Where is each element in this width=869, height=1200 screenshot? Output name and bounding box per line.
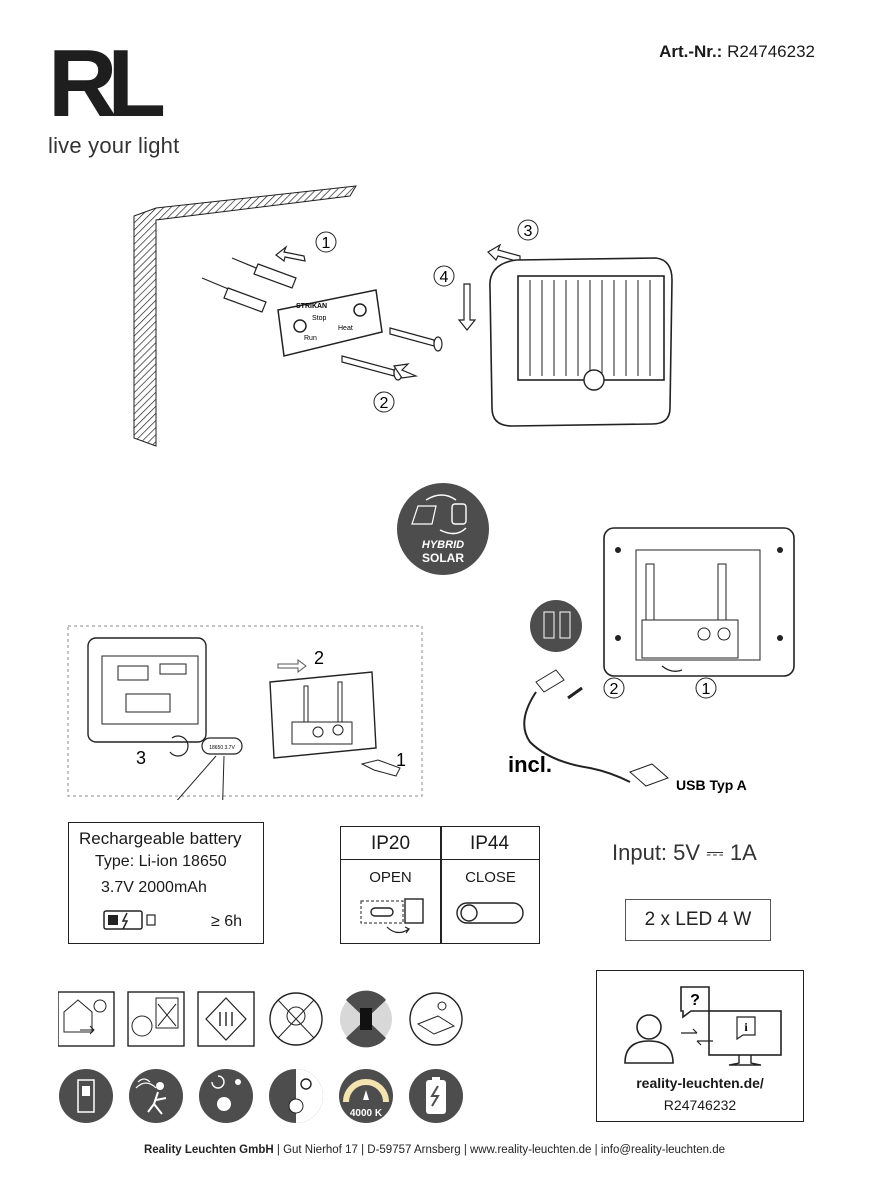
battery-step-2: 2 <box>314 648 324 668</box>
indoor-outdoor-icon <box>58 991 115 1047</box>
battery-charge-icon <box>103 910 156 930</box>
bracket-label: Run <box>304 335 317 342</box>
footer-email[interactable]: info@reality-leuchten.de <box>600 1144 726 1156</box>
footer-web[interactable]: www.reality-leuchten.de <box>470 1144 592 1156</box>
website-url[interactable]: reality-leuchten.de/ <box>636 1075 764 1091</box>
footer: Reality Leuchten GmbH | Gut Nierhof 17 |… <box>143 1144 726 1156</box>
hybrid-line2: SOLAR <box>422 551 464 565</box>
article-number: Art.-Nr.: R24746232 <box>659 42 815 62</box>
hybrid-line1: HYBRID <box>422 539 464 551</box>
usb-charging-diagram: 2 1 incl. USB Typ A <box>508 527 795 793</box>
brand-logo: RL <box>48 30 166 137</box>
bracket-label: Heat <box>338 325 353 332</box>
symbol-row-bottom: 4000 K <box>59 1069 463 1123</box>
article-label: Art.-Nr.: <box>659 42 723 61</box>
usb-included-label: incl. <box>508 752 552 777</box>
mount-step-3: 3 <box>524 223 533 240</box>
battery-title: Rechargeable battery <box>79 829 242 848</box>
not-dimmable-icon <box>127 991 185 1047</box>
up-down-light-icon <box>340 990 392 1048</box>
brand-tagline: live your light <box>48 133 180 158</box>
battery-type: Type: Li-ion 18650 <box>95 853 227 870</box>
website-info-box: ? i reality-leuchten.de/ R24746232 <box>596 970 804 1122</box>
usb-cable-label: USB Typ A <box>676 777 747 793</box>
svg-text:i: i <box>744 1020 748 1034</box>
ip-col2-header: IP44 <box>440 827 539 860</box>
port-cover-closed-icon <box>456 902 524 924</box>
support-illustration: ? i <box>624 986 782 1066</box>
solar-panel-icon <box>409 992 463 1046</box>
symbol-row-top <box>58 990 463 1048</box>
ip-divider <box>440 827 442 943</box>
battery-diagram: 18650 3.7V 2 1 3 <box>67 625 423 800</box>
hybrid-solar-badge: HYBRID SOLAR <box>397 483 489 575</box>
bracket-label: STRIKAN <box>296 303 327 310</box>
no-bulb-change-icon <box>269 992 323 1046</box>
footer-address: Gut Nierhof 17 <box>283 1144 358 1156</box>
battery-info-box: Rechargeable battery Type: Li-ion 18650 … <box>68 822 264 944</box>
footer-company: Reality Leuchten GmbH <box>143 1144 274 1156</box>
usb-port-open-icon <box>360 898 424 934</box>
svg-text:?: ? <box>690 992 700 1009</box>
battery-cell-label: 18650 3.7V <box>209 745 235 751</box>
battery-charge-time: ≥ 6h <box>211 913 243 930</box>
battery-icon <box>409 1069 463 1123</box>
ip-rating-table: IP20 IP44 OPEN CLOSE <box>340 826 540 944</box>
dusk-dawn-sensor-icon <box>269 1069 323 1123</box>
battery-step-3: 3 <box>136 748 146 768</box>
battery-spec: 3.7V 2000mAh <box>101 879 207 896</box>
night-motion-icon <box>199 1069 253 1123</box>
article-value: R24746232 <box>727 42 815 61</box>
bracket-label: Stop <box>312 315 327 322</box>
battery-step-1: 1 <box>396 750 406 770</box>
mount-step-2: 2 <box>380 395 389 412</box>
motion-sensor-icon <box>129 1069 183 1123</box>
color-temperature-icon: 4000 K <box>339 1069 393 1123</box>
mount-step-1: 1 <box>322 235 331 252</box>
mount-step-4: 4 <box>440 269 449 286</box>
cct-label: 4000 K <box>350 1108 383 1119</box>
switch-icon <box>59 1069 113 1123</box>
usb-step-1: 1 <box>702 681 711 698</box>
ip-col1-header: IP20 <box>341 827 440 860</box>
protection-class-icon <box>197 991 255 1047</box>
website-code: R24746232 <box>663 1097 737 1113</box>
usb-step-2: 2 <box>610 681 619 698</box>
input-spec: Input: 5V ⎓ 1A <box>612 840 757 865</box>
footer-city: D-59757 Arnsberg <box>367 1144 461 1156</box>
ip-col1-label: OPEN <box>369 869 412 886</box>
mounting-diagram: STRIKAN Stop Run Heat 1 2 3 4 <box>133 185 673 447</box>
ip-col2-label: CLOSE <box>465 869 516 886</box>
led-spec: 2 x LED 4 W <box>625 899 771 941</box>
